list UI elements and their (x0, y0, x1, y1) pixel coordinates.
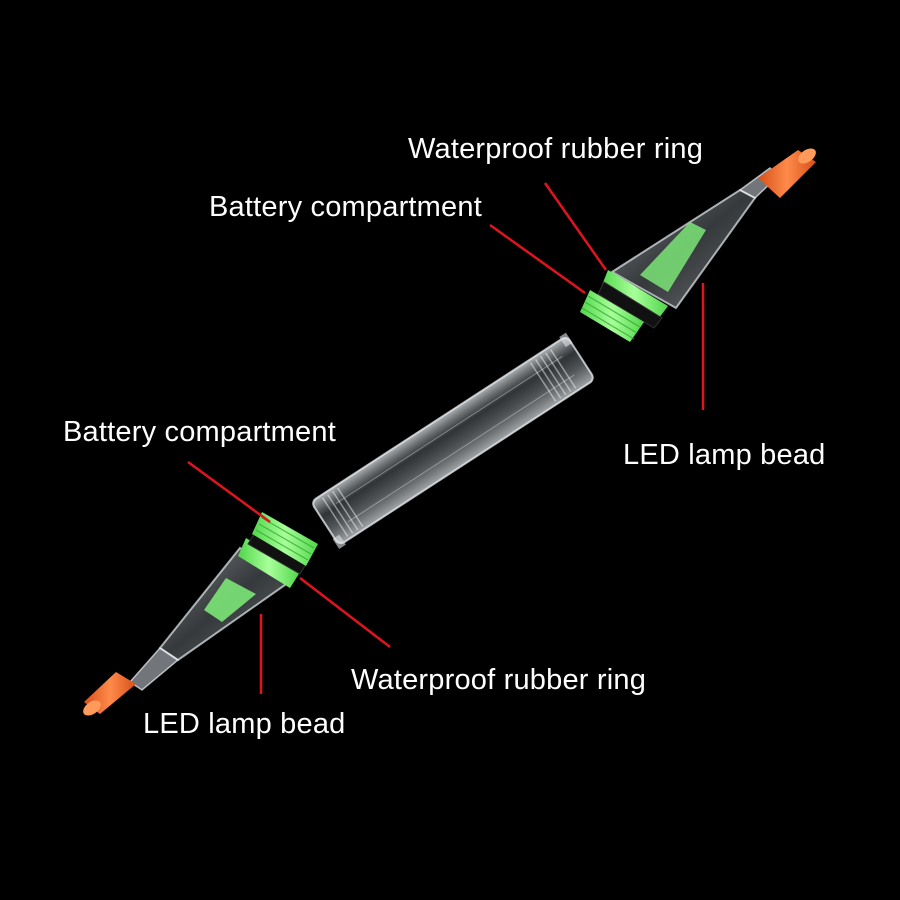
label-led-lamp-bead-right: LED lamp bead (623, 439, 826, 471)
leader-battery-top (489, 223, 586, 295)
label-waterproof-rubber-ring-bottom: Waterproof rubber ring (351, 664, 647, 696)
clear-battery-tube (312, 332, 594, 550)
label-waterproof-rubber-ring-top: Waterproof rubber ring (408, 133, 704, 165)
label-battery-compartment-top: Battery compartment (209, 191, 482, 223)
top-float-head (580, 148, 816, 342)
leader-battery-left (187, 460, 271, 524)
label-led-lamp-bead-bottom: LED lamp bead (143, 708, 346, 740)
leader-lines (187, 182, 705, 694)
leader-ring-top (543, 182, 608, 271)
bottom-float-head (83, 512, 318, 716)
label-battery-compartment-left: Battery compartment (63, 416, 336, 448)
leader-ring-bottom (299, 577, 391, 648)
